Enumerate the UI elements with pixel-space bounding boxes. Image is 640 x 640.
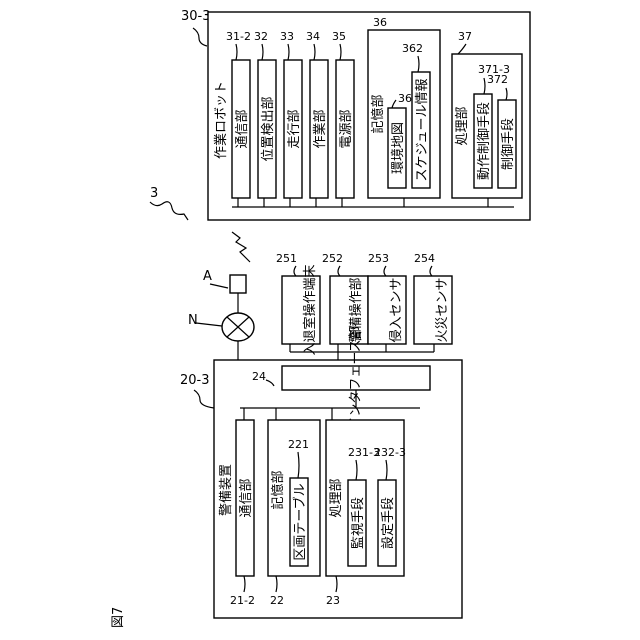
network-label: N [188,313,198,328]
svg-text:232-3: 232-3 [374,446,406,459]
svg-text:221: 221 [288,438,309,451]
robot-ref: 30-3 [181,9,211,24]
svg-text:区画テーブル: 区画テーブル [292,483,308,560]
svg-text:37: 37 [458,30,472,43]
svg-text:監視手段: 監視手段 [350,497,366,549]
svg-text:記憶部: 記憶部 [370,94,386,133]
svg-text:スケジュール情報: スケジュール情報 [415,78,430,181]
svg-text:33: 33 [280,30,294,43]
svg-text:環境地図: 環境地図 [391,122,406,174]
svg-text:32: 32 [254,30,268,43]
svg-text:通信部: 通信部 [235,109,250,148]
svg-text:21-2: 21-2 [230,594,255,607]
svg-text:処理部: 処理部 [455,106,470,145]
svg-text:251: 251 [276,252,297,265]
svg-text:254: 254 [414,252,435,265]
terminal-intrusion-sensor: 253 侵入センサ [368,252,406,344]
svg-text:252: 252 [322,252,343,265]
terminal-entry-exit: 251 入退室操作端末 [276,252,320,356]
svg-text:36: 36 [373,16,387,29]
svg-text:制御手段: 制御手段 [501,118,516,170]
svg-text:31-2: 31-2 [226,30,251,43]
robot-ref-leader [193,28,207,46]
network-icon [222,313,254,341]
security-ref-leader [194,390,214,408]
system-ref-leader [150,202,188,220]
svg-text:通信部: 通信部 [239,478,254,517]
antenna-label: A [203,269,212,284]
svg-text:362: 362 [402,42,423,55]
figure-label: 図7 [111,607,126,628]
svg-text:処理部: 処理部 [329,478,344,517]
svg-text:インタフェース部: インタフェース部 [349,326,364,429]
svg-text:記憶部: 記憶部 [270,470,286,509]
svg-text:24: 24 [252,370,266,383]
system-ref: 3 [150,186,158,201]
security-title: 警備装置 [218,464,234,516]
svg-text:23: 23 [326,594,340,607]
svg-text:走行部: 走行部 [287,109,302,148]
svg-text:34: 34 [306,30,320,43]
robot-storage: 36 記憶部 361 環境地図 362 スケジュール情報 [368,16,440,198]
svg-text:位置検出部: 位置検出部 [261,96,276,161]
svg-text:入退室操作端末: 入退室操作端末 [302,264,318,355]
svg-text:火災センサ: 火災センサ [435,277,450,342]
svg-text:35: 35 [332,30,346,43]
wireless-signal-icon [232,232,250,262]
svg-text:電源部: 電源部 [339,109,354,148]
svg-text:253: 253 [368,252,389,265]
antenna-icon [230,275,246,293]
robot-title: 作業ロボット [213,81,229,159]
robot-processor: 37 処理部 371-3 動作制御手段 372 制御手段 [452,30,522,198]
svg-text:侵入センサ: 侵入センサ [388,277,404,342]
svg-text:動作制御手段: 動作制御手段 [477,102,492,180]
svg-text:22: 22 [270,594,284,607]
security-ref: 20-3 [180,373,210,388]
terminal-fire-sensor: 254 火災センサ [414,252,452,344]
svg-text:372: 372 [487,73,508,86]
svg-text:設定手段: 設定手段 [380,497,396,549]
svg-text:作業部: 作業部 [312,109,328,148]
